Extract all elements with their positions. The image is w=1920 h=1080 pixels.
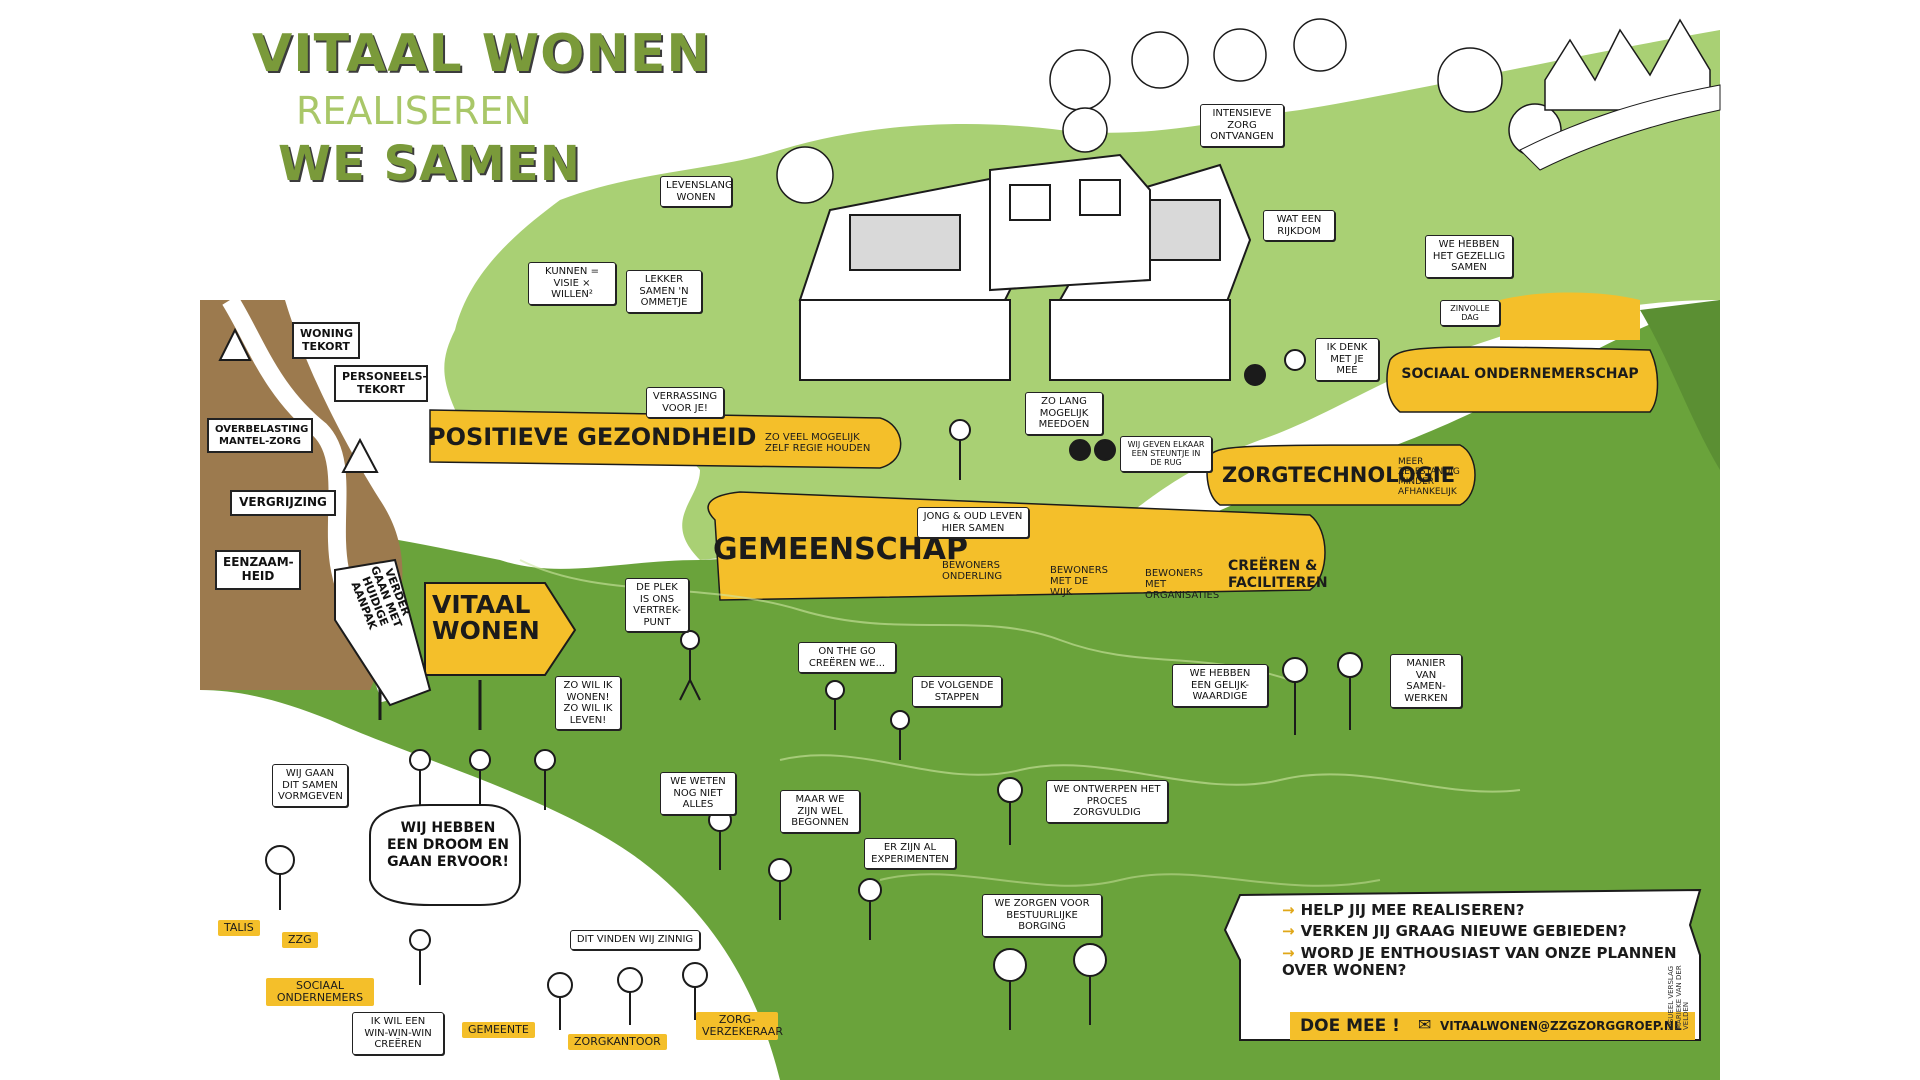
- sign-vitaal-wonen-text: VITAAL WONEN: [432, 590, 540, 646]
- arrow-right-icon: →: [1282, 943, 1295, 962]
- tag-zorgkantoor: ZORGKANTOOR: [568, 1034, 667, 1051]
- band-gemeenschap-item-3: BEWONERS MET ORGANISATIES: [1145, 568, 1220, 601]
- note-gelijkwaardige: WE HEBBEN EEN GELIJK-WAARDIGE: [1172, 664, 1268, 707]
- cta-questions: → HELP JIJ MEE REALISEREN? → VERKEN JIJ GR…: [1282, 901, 1682, 980]
- band-gemeenschap-item-1: BEWONERS ONDERLING: [942, 560, 1003, 582]
- band-gemeenschap-tail: CREËREN & FACILITEREN: [1228, 558, 1328, 591]
- tag-sociaal-ondernemers: SOCIAAL ONDERNEMERS: [266, 978, 374, 1007]
- house-right: [1049, 163, 1252, 381]
- stick-figures: [265, 349, 1363, 1030]
- band-gemeenschap-item-2: BEWONERS MET DE WIJK: [1050, 565, 1109, 598]
- cta-line-3: →WORD JE ENTHOUSIAST VAN ONZE PLANNEN OV…: [1282, 943, 1682, 980]
- note-on-the-go: ON THE GO CREËREN WE...: [798, 642, 896, 673]
- old-way-sign-shape: [334, 558, 432, 707]
- band-sociaal-ondernemerschap: [1386, 346, 1659, 413]
- sign-overbelasting-mantelzorg: OVERBELASTING MANTEL-ZORG: [207, 418, 313, 453]
- note-ontwerpen: WE ONTWERPEN HET PROCES ZORGVULDIG: [1046, 780, 1168, 823]
- arrow-right-icon: →: [1282, 922, 1295, 941]
- house-left: [798, 173, 1032, 381]
- cta-doe-mee[interactable]: DOE MEE !: [1300, 1016, 1400, 1036]
- cta-line-1-text: HELP JIJ MEE REALISEREN?: [1300, 901, 1525, 919]
- band-sociaal-ondernemerschap-label: SOCIAAL ONDERNEMERSCHAP: [1401, 366, 1639, 382]
- cta-line-2-text: VERKEN JIJ GRAAG NIEUWE GEBIEDEN?: [1300, 922, 1627, 941]
- note-lekker: LEKKER SAMEN 'N OMMETJE: [626, 270, 702, 313]
- cta-button-bg: [1290, 1012, 1695, 1040]
- note-verrassing: VERRASSING VOOR JE!: [646, 387, 724, 418]
- note-begonnen: MAAR WE ZIJN WEL BEGONNEN: [780, 790, 860, 833]
- note-weten: WE WETEN NOG NIET ALLES: [660, 772, 736, 815]
- note-levenslang: LEVENSLANG WONEN: [660, 176, 733, 207]
- cta-line-1: → HELP JIJ MEE REALISEREN?: [1282, 901, 1682, 919]
- note-intensieve: INTENSIEVE ZORG ONTVANGEN: [1200, 104, 1284, 147]
- tag-talis: TALIS: [218, 920, 260, 937]
- note-droom: WIJ HEBBEN EEN DROOM EN GAAN ERVOOR!: [386, 820, 509, 870]
- band-upper-strip: [1500, 292, 1640, 340]
- note-borging: WE ZORGEN VOOR BESTUURLIJKE BORGING: [982, 894, 1102, 937]
- field-swirl-2: [779, 754, 1521, 793]
- envelope-icon: ✉: [1418, 1015, 1432, 1034]
- cta-email-link[interactable]: VITAALWONEN@ZZGZORGGROEP.NL: [1440, 1019, 1682, 1033]
- cta-line-2: → VERKEN JIJ GRAAG NIEUWE GEBIEDEN?: [1282, 923, 1682, 940]
- note-zo-wil-ik: ZO WIL IK WONEN! ZO WIL IK LEVEN!: [555, 676, 621, 730]
- sign-vergrijzing: VERGRIJZING: [230, 490, 336, 516]
- note-win-win: IK WIL EEN WIN-WIN-WIN CREËREN: [352, 1012, 444, 1055]
- band-positieve-gezondheid-label: POSITIEVE GEZONDHEID: [428, 423, 757, 451]
- band-zorgtechnologie-label: ZORGTECHNOLOGIE: [1222, 463, 1456, 487]
- band-gemeenschap: [707, 491, 1326, 601]
- credit-text: VISUEEL VERSLAG MARIEKE VAN DER VELDEN: [1667, 965, 1691, 1030]
- title-line1: VITAAL WONEN: [252, 24, 711, 84]
- note-kunnen: KUNNEN = VISIE × WILLEN²: [528, 262, 616, 305]
- field-swirl-3: [879, 873, 1381, 887]
- note-steuntje: WIJ GEVEN ELKAAR EEN STEUNTJE IN DE RUG: [1120, 436, 1212, 472]
- note-jong-oud: JONG & OUD LEVEN HIER SAMEN: [917, 507, 1029, 538]
- trees-group: [776, 18, 1562, 204]
- cta-line-3-text: WORD JE ENTHOUSIAST VAN ONZE PLANNEN OVE…: [1282, 943, 1677, 979]
- band-gemeenschap-label: GEMEENSCHAP: [713, 532, 968, 567]
- note-ik-denk: IK DENK MET JE MEE: [1315, 338, 1379, 381]
- warning-triangle-2: [341, 437, 379, 473]
- band-positieve-gezondheid-note: ZO VEEL MOGELIJK ZELF REGIE HOUDEN: [765, 432, 871, 454]
- sign-eenzaamheid: EENZAAM-HEID: [215, 550, 301, 590]
- arrow-right-icon: →: [1282, 901, 1295, 919]
- note-zinnig: DIT VINDEN WIJ ZINNIG: [570, 930, 700, 950]
- note-zo-lang: ZO LANG MOGELIJK MEEDOEN: [1025, 392, 1103, 435]
- right-cliff: [1640, 300, 1720, 470]
- tag-gemeente: GEMEENTE: [462, 1022, 535, 1039]
- title-line2: REALISEREN: [296, 89, 532, 133]
- band-positieve-gezondheid: [429, 409, 902, 469]
- band-zorgtechnologie-note: MEER ZELFSTANDIG MINDER AFHANKELIJK: [1398, 457, 1460, 497]
- sign-personeelstekort: PERSONEELS-TEKORT: [334, 365, 428, 403]
- note-de-plek: DE PLEK IS ONS VERTREK-PUNT: [625, 578, 689, 632]
- note-rijkdom: WAT EEN RIJKDOM: [1263, 210, 1335, 241]
- sign-woning-tekort: WONING TEKORT: [292, 322, 360, 360]
- tag-zzg: ZZG: [282, 932, 318, 949]
- note-volgende: DE VOLGENDE STAPPEN: [912, 676, 1002, 707]
- vitaal-wonen-sign-shape: [424, 582, 577, 676]
- note-zinvolle: ZINVOLLE DAG: [1440, 300, 1500, 327]
- band-zorgtechnologie: [1206, 444, 1476, 506]
- note-vormgeven: WIJ GAAN DIT SAMEN VORMGEVEN: [272, 764, 348, 807]
- title-line3: WE SAMEN: [278, 136, 581, 192]
- dream-bubble-shape: [369, 804, 521, 906]
- cta-banner-shape: [1223, 888, 1702, 1041]
- warning-triangle-1: [218, 327, 252, 361]
- note-experimenten: ER ZIJN AL EXPERIMENTEN: [864, 838, 956, 869]
- tag-zorgverzekeraar: ZORG-VERZEKERAAR: [696, 1012, 783, 1041]
- house-middle: [989, 153, 1151, 292]
- note-gezellig: WE HEBBEN HET GEZELLIG SAMEN: [1425, 235, 1513, 278]
- road: [1519, 84, 1721, 171]
- note-manier: MANIER VAN SAMEN-WERKEN: [1390, 654, 1462, 708]
